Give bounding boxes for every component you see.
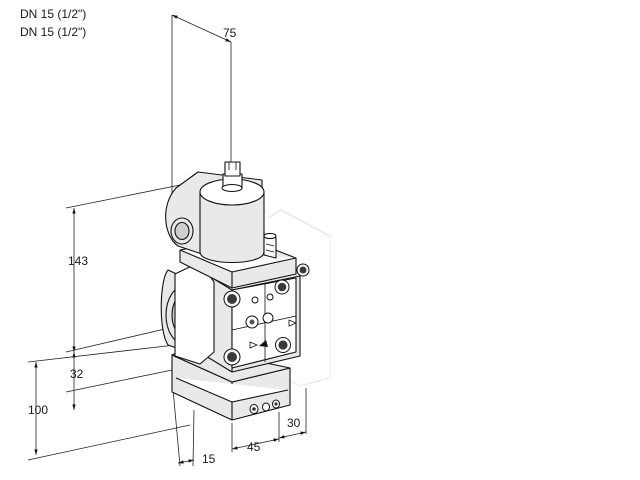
dim-height-mid: 32	[70, 367, 84, 381]
dim-offset: 15	[202, 452, 216, 466]
size-label-2: DN 15 (1/2")	[20, 25, 87, 39]
dim-height-total: 100	[28, 403, 48, 417]
dim-height-upper: 143	[68, 254, 88, 268]
size-label-1: DN 15 (1/2")	[20, 7, 87, 21]
front-screws	[223, 263, 310, 366]
valve-body	[160, 161, 331, 421]
dim-depth: 75	[223, 26, 237, 40]
dimension-lines	[27, 14, 307, 467]
dim-width-a: 45	[247, 440, 261, 454]
dim-width-b: 30	[287, 416, 301, 430]
